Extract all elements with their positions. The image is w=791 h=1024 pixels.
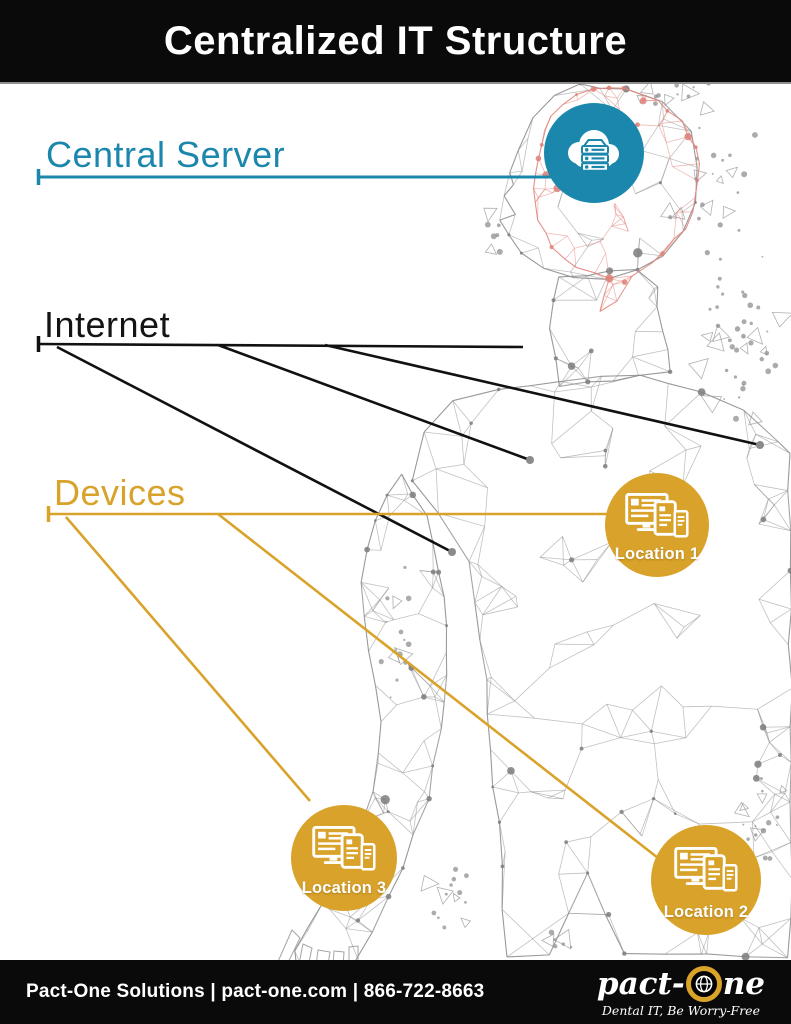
location-3-label: Location 3 <box>301 879 387 897</box>
internet-connector-2 <box>56 345 453 554</box>
devices-icon <box>312 825 376 871</box>
internet-label: Internet <box>44 304 171 345</box>
pact-one-logo: pact- ne Dental IT, Be Worry-Free <box>597 966 765 1018</box>
header-bar: Centralized IT Structure <box>0 0 791 84</box>
location-3-node: Location 3 <box>291 805 397 911</box>
logo-text-pact: pact- <box>596 965 685 1002</box>
footer-bar: Pact-One Solutions | pact-one.com | 866-… <box>0 960 791 1024</box>
page-title: Centralized IT Structure <box>163 18 628 63</box>
location-2-node: Location 2 <box>651 825 761 935</box>
devices-connector-3 <box>217 512 659 860</box>
mesh-node-dot <box>448 548 456 556</box>
devices-icon <box>674 847 738 892</box>
internet-connector-3 <box>217 343 531 462</box>
logo-text-one: ne <box>722 965 765 1002</box>
footer-contact: Pact-One Solutions | pact-one.com | 866-… <box>26 981 485 1002</box>
location-2-label: Location 2 <box>663 903 749 921</box>
mesh-node-dot <box>526 456 534 464</box>
cloud-server-icon <box>568 130 619 172</box>
mesh-node-dot <box>756 441 764 449</box>
devices-label: Devices <box>54 472 186 513</box>
logo-tagline: Dental IT, Be Worry-Free <box>601 1003 760 1019</box>
central-server-node <box>544 103 644 203</box>
location-1-node: Location 1 <box>605 473 709 577</box>
devices-icon <box>625 493 689 538</box>
globe-icon <box>685 966 722 1003</box>
central-server-label: Central Server <box>46 134 286 175</box>
location-1-label: Location 1 <box>614 545 700 563</box>
internet-connector-4 <box>324 343 761 447</box>
devices-connector-2 <box>65 516 311 802</box>
